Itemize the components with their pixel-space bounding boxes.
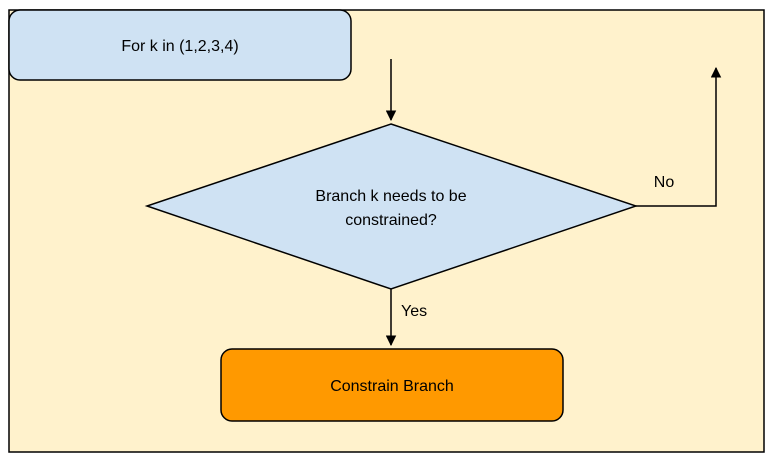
action-box: Constrain Branch [220, 348, 564, 422]
decision-label-line1: Branch k needs to be [315, 188, 466, 205]
action-box-shape [220, 348, 564, 422]
no-edge [636, 66, 722, 207]
no-edge-label: No [654, 174, 675, 191]
decision-label-line2: constrained? [345, 212, 437, 229]
loop-box: For k in (1,2,3,4) [8, 9, 352, 81]
yes-edge-label: Yes [401, 303, 427, 320]
loop-box-label: For k in (1,2,3,4) [121, 38, 238, 55]
loop-box-shape [8, 9, 352, 81]
action-box-label: Constrain Branch [330, 378, 454, 395]
